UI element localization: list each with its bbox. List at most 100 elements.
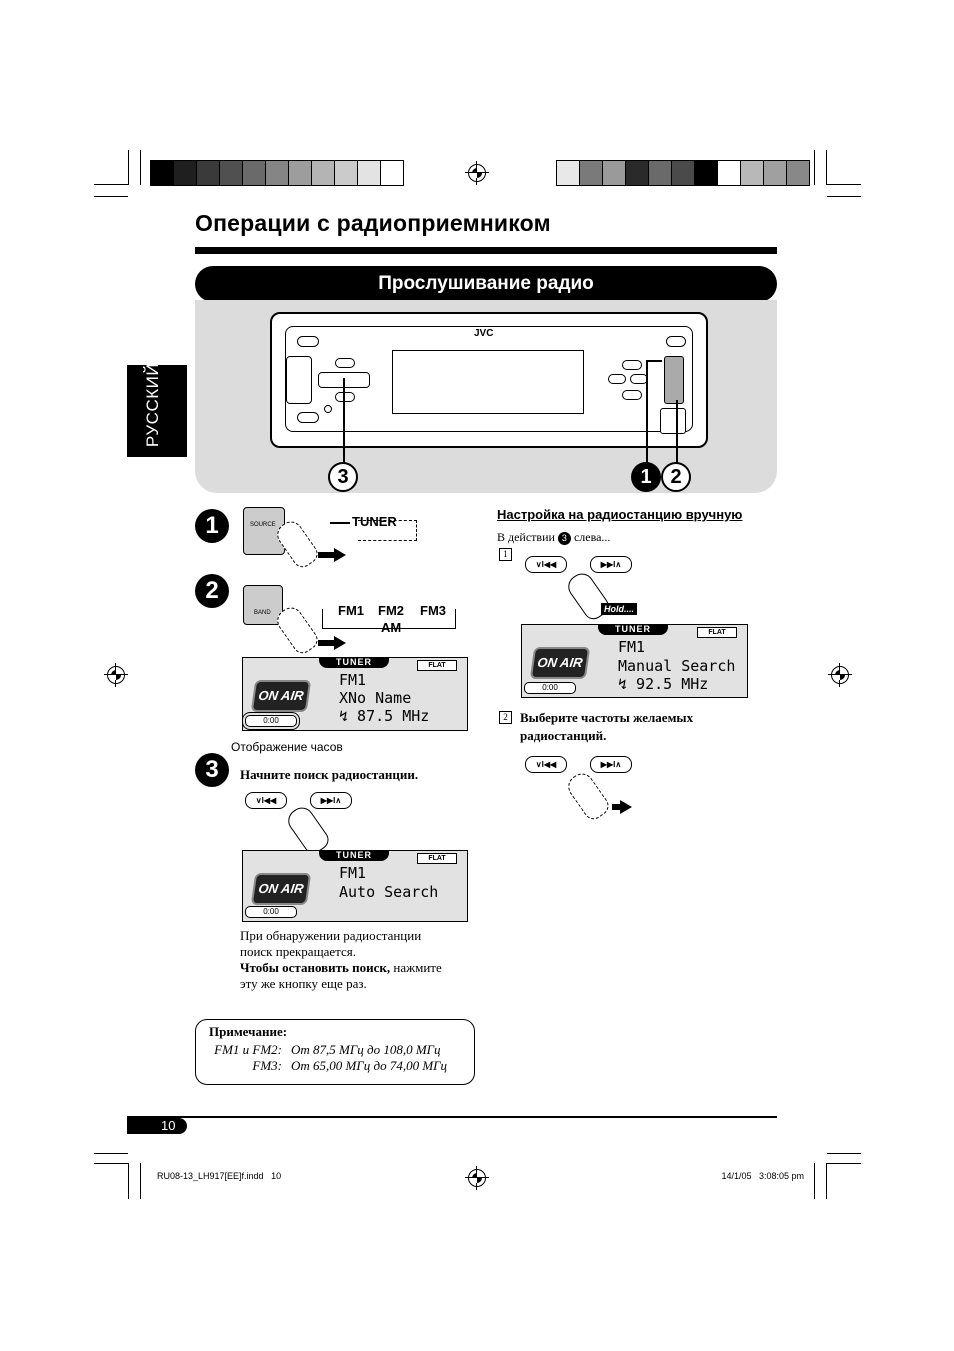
- crop-mark: [827, 1153, 861, 1154]
- color-swatch: [764, 161, 787, 185]
- display-status: Auto Search: [339, 883, 439, 901]
- note-heading: Примечание:: [209, 1024, 288, 1039]
- color-swatch: [243, 161, 266, 185]
- hold-label: Hold....: [601, 603, 637, 615]
- seek-down-button: ∨I◀◀: [525, 556, 567, 573]
- radio-button: [297, 412, 319, 423]
- step-1-number: 1: [195, 509, 229, 543]
- manual-step-2-line: радиостанций.: [520, 728, 607, 743]
- color-swatch: [174, 161, 197, 185]
- arrow-icon: [612, 804, 622, 810]
- description-line: При обнаружении радиостанции: [240, 928, 422, 943]
- registration-mark-icon: [828, 663, 852, 687]
- display-header: TUNER: [598, 624, 668, 635]
- display-clock: 0:00: [242, 712, 300, 730]
- flow-tuner: TUNER: [352, 514, 397, 529]
- section-heading: Прослушивание радио: [195, 266, 777, 302]
- page-number-label: 10: [161, 1118, 176, 1133]
- crop-mark: [827, 184, 861, 185]
- flow-line: [330, 522, 350, 524]
- step-3-text: Начните поиск радиостанции.: [240, 767, 419, 782]
- flow-loop: [322, 609, 456, 629]
- flow-am: AM: [381, 620, 402, 635]
- registration-mark-icon: [465, 161, 489, 185]
- radio-button: [286, 356, 312, 404]
- display-header: TUNER: [319, 850, 389, 861]
- description-text: нажмите: [390, 960, 442, 975]
- color-swatch: [312, 161, 335, 185]
- manual-intro-step-icon: 3: [557, 532, 571, 545]
- color-swatch: [741, 161, 764, 185]
- display-status: Manual Search: [618, 657, 736, 675]
- brand-logo: JVC: [474, 328, 494, 339]
- language-tab: РУССКИЙ: [127, 363, 187, 457]
- note-box: Примечание: FM1 и FM2: От 87,5 МГц до 10…: [195, 1019, 475, 1085]
- arrow-icon: [318, 552, 336, 558]
- manual-step-2-line: Выберите частоты желаемых: [520, 710, 694, 725]
- radio-button: [622, 390, 642, 400]
- color-swatch: [580, 161, 603, 185]
- display-header: TUNER: [319, 657, 389, 668]
- source-button-label: SOURCE: [250, 522, 276, 528]
- note-row-2-label: FM3:: [252, 1058, 282, 1073]
- callout-1: 1: [631, 462, 661, 492]
- arrow-icon: [334, 548, 346, 562]
- radio-button: [335, 392, 355, 402]
- display-band: FM1: [618, 638, 646, 656]
- manual-step-2-text: Выберите частоты желаемых радиостанций.: [520, 709, 693, 745]
- band-button-label: BAND: [254, 610, 271, 616]
- radio-button: [666, 336, 686, 347]
- crop-mark: [827, 1163, 861, 1164]
- color-swatch: [151, 161, 174, 185]
- radio-button: [622, 360, 642, 370]
- callout-leader: [676, 400, 678, 466]
- display-station-name: XNo Name: [339, 689, 412, 707]
- flow-fm1: FM1: [338, 603, 364, 618]
- footer-file-info: RU08-13_LH917[EE]f.indd 10: [157, 1171, 282, 1181]
- seek-down-button: ∨I◀◀: [525, 756, 567, 773]
- radio-indicator: [324, 405, 332, 413]
- color-swatch: [626, 161, 649, 185]
- step-2-number: 2: [195, 574, 229, 608]
- crop-mark: [128, 1163, 129, 1199]
- manual-step-1-number: 1: [499, 548, 512, 561]
- crop-mark: [94, 184, 128, 185]
- crop-mark: [94, 196, 128, 197]
- on-air-icon: ON AIR: [250, 680, 312, 712]
- step-3-number: 3: [195, 753, 229, 787]
- callout-leader: [343, 378, 345, 466]
- color-swatch: [220, 161, 243, 185]
- finger-press-icon: [563, 768, 613, 824]
- registration-mark-icon: [465, 1166, 489, 1190]
- radio-display: [392, 350, 584, 414]
- display-fm1-no-name: TUNER FLAT ON AIR FM1 XNo Name ↯ 87.5 MH…: [242, 657, 468, 731]
- registration-mark-icon: [104, 663, 128, 687]
- crop-mark: [128, 150, 129, 185]
- description-emphasis: Чтобы остановить поиск,: [240, 960, 391, 975]
- manual-tuning-heading: Настройка на радиостанцию вручную: [497, 507, 743, 522]
- color-swatch: [672, 161, 695, 185]
- display-band: FM1: [339, 671, 367, 689]
- color-swatch: [335, 161, 358, 185]
- manual-intro-prefix: В действии: [497, 530, 555, 544]
- crop-mark: [94, 1153, 128, 1154]
- note-row-1-label: FM1 и FM2:: [214, 1042, 282, 1057]
- crop-mark: [826, 1163, 827, 1199]
- source-band-button: [664, 356, 684, 404]
- color-swatch: [557, 161, 580, 185]
- display-auto-search: TUNER FLAT ON AIR FM1 Auto Search 0:00: [242, 850, 468, 922]
- display-manual-search: TUNER FLAT ON AIR FM1 Manual Search ↯ 92…: [521, 624, 748, 698]
- manual-intro-suffix: слева...: [573, 530, 611, 544]
- color-swatch: [718, 161, 741, 185]
- seek-up-button: ▶▶I∧: [590, 756, 632, 773]
- clock-caption: Отображение часов: [231, 740, 343, 754]
- seek-up-button: ▶▶I∧: [590, 556, 632, 573]
- arrow-icon: [334, 636, 346, 650]
- callout-3: 3: [328, 462, 358, 492]
- on-air-icon: ON AIR: [250, 873, 312, 905]
- color-swatch: [603, 161, 626, 185]
- color-swatch: [197, 161, 220, 185]
- finger-press-icon: [283, 802, 333, 858]
- radio-button: [335, 358, 355, 368]
- footer-timestamp: 14/1/05 3:08:05 pm: [721, 1171, 804, 1181]
